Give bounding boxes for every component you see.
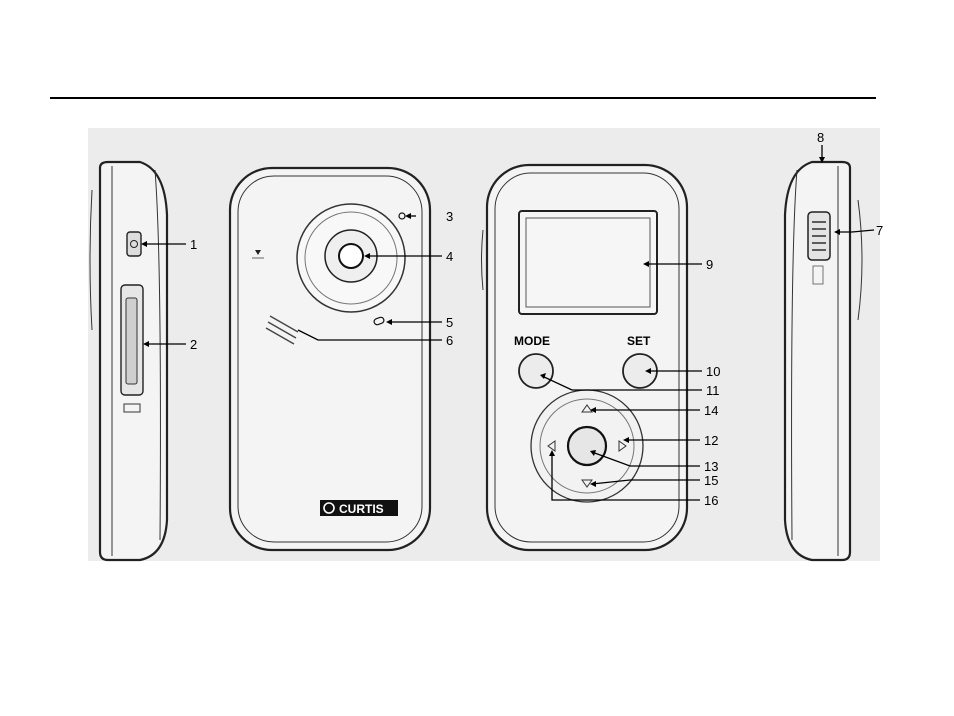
callout-6: 6 (446, 333, 453, 348)
front-view: CURTIS (228, 166, 432, 552)
brand-logo-text: CURTIS (339, 502, 384, 516)
up-arrow-icon[interactable] (581, 404, 593, 413)
callout-8: 8 (817, 130, 824, 145)
usb-slider[interactable] (807, 211, 831, 261)
callout-9: 9 (706, 257, 713, 272)
set-label: SET (627, 334, 651, 348)
usb-icon (812, 265, 824, 285)
down-arrow-icon[interactable] (581, 479, 593, 488)
callout-11: 11 (706, 383, 720, 398)
callout-lines (141, 145, 875, 501)
callout-1: 1 (190, 237, 197, 252)
speaker-grille (265, 315, 299, 345)
callout-16: 16 (704, 493, 718, 508)
brand-logo (320, 500, 398, 516)
power-button[interactable] (126, 231, 142, 257)
power-icon (130, 240, 138, 248)
left-side-view (89, 160, 169, 562)
microphone (373, 316, 385, 326)
callout-10: 10 (706, 364, 720, 379)
right-side-view (783, 160, 863, 562)
callout-12: 12 (704, 433, 718, 448)
callout-13: 13 (704, 459, 718, 474)
lens (338, 243, 364, 269)
left-arrow-icon[interactable] (547, 440, 556, 452)
callout-5: 5 (446, 315, 453, 330)
back-view: MODE SET (481, 163, 689, 552)
mode-label: MODE (514, 334, 550, 348)
lcd-screen (518, 210, 658, 315)
callout-14: 14 (704, 403, 718, 418)
header-rule (50, 97, 876, 99)
callout-7: 7 (876, 223, 883, 238)
center-ok-button[interactable] (566, 425, 608, 467)
callout-15: 15 (704, 473, 718, 488)
callout-numbers: 1 2 3 4 5 6 7 8 9 10 11 12 13 14 15 16 (190, 130, 883, 508)
card-icon (123, 403, 141, 413)
callout-2: 2 (190, 337, 197, 352)
mode-button[interactable] (518, 353, 554, 389)
callout-3: 3 (446, 209, 453, 224)
photo-background (88, 128, 880, 561)
callout-4: 4 (446, 249, 453, 264)
right-arrow-icon[interactable] (618, 440, 627, 452)
